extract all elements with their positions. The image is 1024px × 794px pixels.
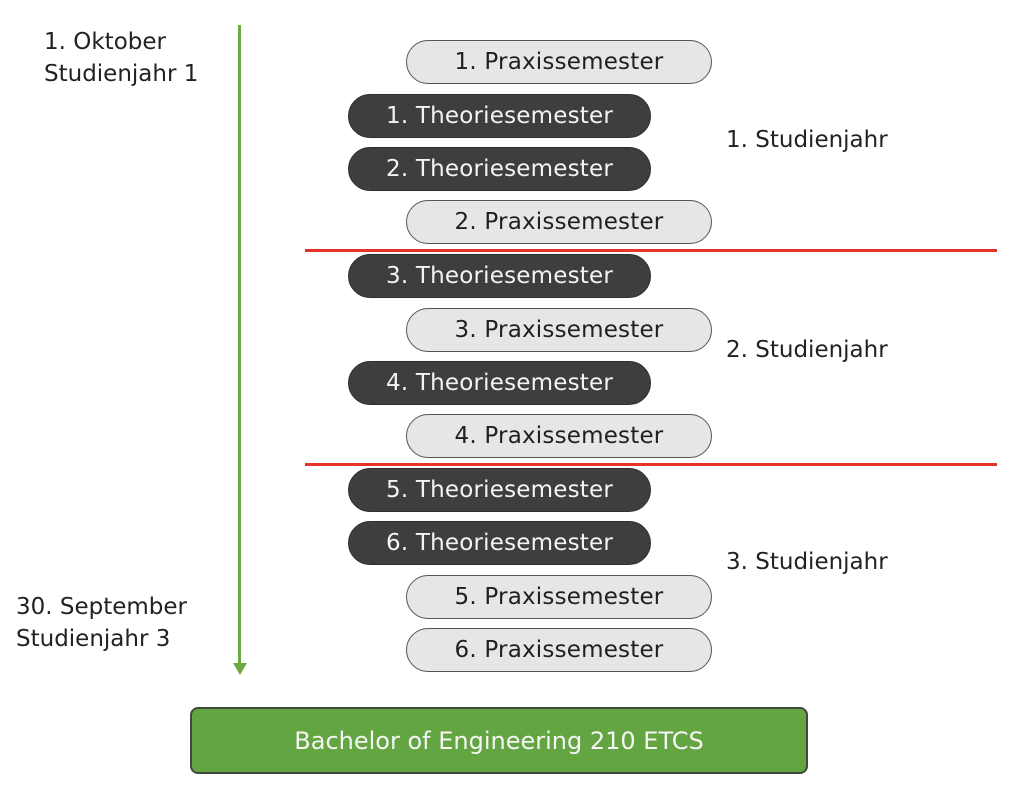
semester-pill-theorie-1: 1. Theoriesemester xyxy=(348,94,651,138)
semester-pill-theorie-4: 4. Theoriesemester xyxy=(348,361,651,405)
year-label-1: 1. Studienjahr xyxy=(726,127,888,153)
semester-pill-theorie-3: 3. Theoriesemester xyxy=(348,254,651,298)
degree-label: Bachelor of Engineering 210 ETCS xyxy=(294,726,704,755)
timeline-start-label: 1. Oktober Studienjahr 1 xyxy=(44,26,198,90)
year-label-3: 3. Studienjahr xyxy=(726,549,888,575)
semester-pill-theorie-5: 5. Theoriesemester xyxy=(348,468,651,512)
semester-pill-praxis-4: 4. Praxissemester xyxy=(406,414,712,458)
semester-pill-praxis-1: 1. Praxissemester xyxy=(406,40,712,84)
timeline-arrow-line xyxy=(238,25,241,665)
year-divider-1 xyxy=(305,249,997,252)
arrow-down-icon xyxy=(233,663,247,675)
start-date: 1. Oktober xyxy=(44,29,166,55)
semester-pill-praxis-5: 5. Praxissemester xyxy=(406,575,712,619)
start-year: Studienjahr 1 xyxy=(44,61,199,87)
degree-box: Bachelor of Engineering 210 ETCS xyxy=(190,707,808,774)
semester-pill-praxis-2: 2. Praxissemester xyxy=(406,200,712,244)
year-label-2: 2. Studienjahr xyxy=(726,337,888,363)
semester-pill-theorie-6: 6. Theoriesemester xyxy=(348,521,651,565)
semester-pill-praxis-6: 6. Praxissemester xyxy=(406,628,712,672)
end-date: 30. September xyxy=(16,594,188,620)
semester-pill-praxis-3: 3. Praxissemester xyxy=(406,308,712,352)
year-divider-2 xyxy=(305,463,997,466)
semester-pill-theorie-2: 2. Theoriesemester xyxy=(348,147,651,191)
timeline-end-label: 30. September Studienjahr 3 xyxy=(16,591,187,655)
end-year: Studienjahr 3 xyxy=(16,626,171,652)
